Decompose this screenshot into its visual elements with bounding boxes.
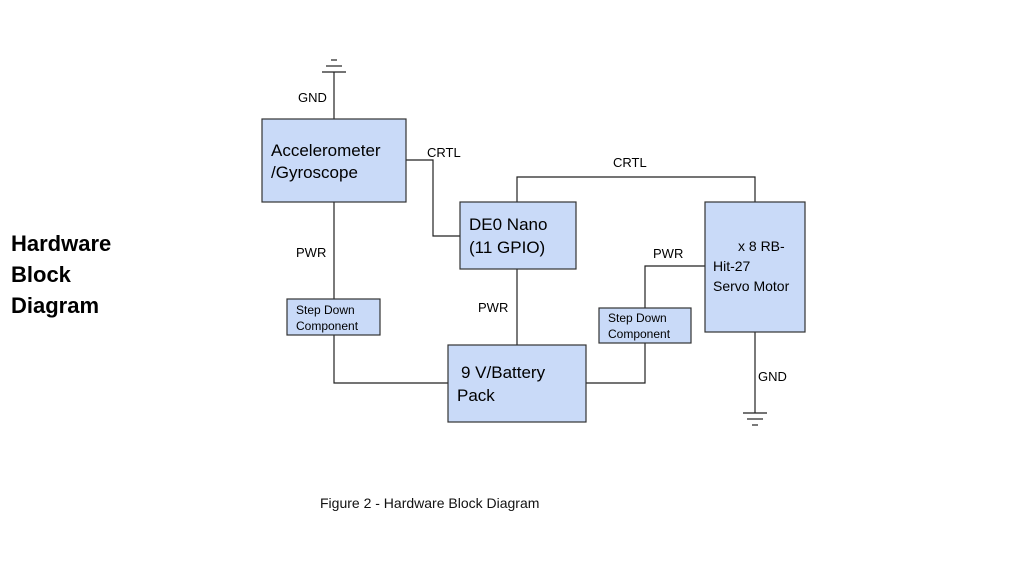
ground-symbol-icon — [743, 412, 767, 426]
node-de0-nano-line-1: DE0 Nano — [469, 215, 547, 234]
node-step-down-right-line-2: Component — [608, 327, 671, 341]
edge-label-pwr-nano: PWR — [478, 300, 508, 315]
node-step-down-left-line-1: Step Down — [296, 303, 355, 317]
node-step-down-right-box — [598, 307, 692, 344]
ground-symbol-icon — [322, 59, 346, 73]
node-step-down-right-line-1: Step Down — [608, 311, 667, 325]
node-accelerometer-line-1: Accelerometer — [271, 141, 381, 160]
wire-crtl-accel-nano — [406, 159, 460, 237]
node-servo-line-2: Hit-27 — [713, 258, 751, 274]
node-step-down-left: Step Down Component — [286, 298, 381, 336]
wire-battery-stepdown-right — [586, 343, 646, 384]
edge-label-gnd-top: GND — [298, 90, 327, 105]
node-servo-box — [704, 201, 806, 333]
figure-caption: Figure 2 - Hardware Block Diagram — [320, 495, 539, 511]
edge-label-crtl-accel-nano: CRTL — [427, 145, 461, 160]
edge-label-pwr-accel: PWR — [296, 245, 326, 260]
node-de0-nano: DE0 Nano (11 GPIO) — [459, 201, 577, 270]
node-accelerometer-line-2: /Gyroscope — [271, 163, 358, 182]
node-battery: 9 V/Battery Pack — [447, 344, 587, 423]
edge-label-crtl-nano-servo: CRTL — [613, 155, 647, 170]
wire-stepdown-left-battery — [333, 335, 448, 384]
slide-title-line-1: Hardware — [11, 231, 112, 256]
node-servo: x 8 RB- Hit-27 Servo Motor — [704, 201, 806, 333]
node-accelerometer: Accelerometer /Gyroscope — [261, 118, 407, 203]
node-step-down-left-line-2: Component — [296, 319, 359, 333]
node-step-down-left-box — [286, 298, 381, 336]
slide-title-line-3: Diagram — [11, 293, 100, 318]
wire-pwr-servo — [644, 265, 705, 308]
wire-crtl-nano-servo — [516, 176, 756, 202]
node-de0-nano-line-2: (11 GPIO) — [469, 238, 545, 257]
slide-title-line-2: Block — [11, 262, 71, 287]
node-accelerometer-box — [261, 118, 407, 203]
node-battery-line-1: 9 V/Battery — [461, 363, 546, 382]
node-servo-line-3: Servo Motor — [713, 278, 790, 294]
node-de0-nano-box — [459, 201, 577, 270]
node-battery-box — [447, 344, 587, 423]
edge-label-gnd-bottom: GND — [758, 369, 787, 384]
node-battery-line-2: Pack — [457, 386, 495, 405]
node-step-down-right: Step Down Component — [598, 307, 692, 344]
wires — [333, 72, 756, 413]
slide-title: Hardware Block Diagram — [11, 228, 111, 321]
edge-label-pwr-servo: PWR — [653, 246, 683, 261]
node-servo-line-1: x 8 RB- — [738, 238, 785, 254]
